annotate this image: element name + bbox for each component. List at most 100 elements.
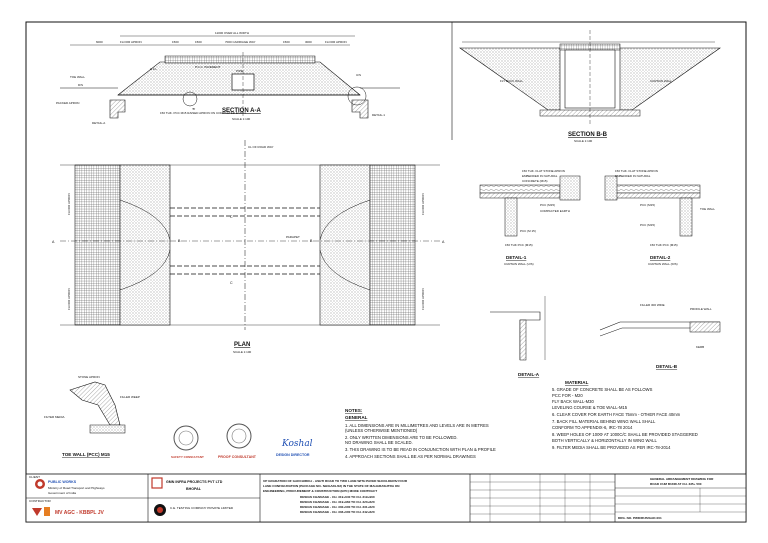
mark-a-right: A (442, 240, 445, 244)
note-4: 4. APPROACH SECTIONS SHALL BE AS PER NOR… (345, 454, 476, 459)
label-packed-apron: PACKED APRON (56, 101, 79, 105)
mark-a-left: A (52, 240, 55, 244)
design-director-label: DESIGN DIRECTOR (276, 453, 310, 457)
detail-1-title: DETAIL-1 (506, 255, 527, 260)
material-heading: MATERIAL (565, 380, 589, 385)
toe-label-1: STONE APRON (78, 375, 100, 379)
label-detail-a: DETAIL-A (92, 121, 105, 125)
label-pipe: PIPE (236, 69, 243, 73)
section-a-a-scale: SCALE 1:100 (232, 117, 251, 121)
consultant-2-name: C.E. TESTING COMPANY PRIVATE LIMITED (170, 506, 234, 510)
d2-label-3: PCC (M15) (640, 203, 655, 207)
project-line-6: DESIGN CHAINAGE - CH. 330+000 TO CH. 331… (300, 505, 375, 509)
dim-5: 7000 CARRIAGE WAY (225, 40, 256, 44)
d2-label-5: PCC (M15) (640, 223, 655, 227)
project-line-1: UP GRADATION OF GADCHIROLI - ASHTI ROAD … (263, 479, 408, 483)
consultant-2-logo (154, 504, 166, 516)
label-pavement: P.C.C. PAVEMENT (195, 65, 221, 69)
section-a-a-title: SECTION A-A (222, 108, 261, 114)
section-a-a: 11000 OVER ALL WIDTH 6000 FLOOR APRON 15… (56, 31, 400, 125)
label-curtain: CURTAIN WALL (650, 79, 672, 83)
note-5b: FLY BACK WALL-M30 (552, 399, 594, 404)
note-5c: LEVELING COURSE & TOE WALL-M15 (552, 405, 628, 410)
d1-label-4: PCC (M15) (540, 203, 555, 207)
note-5a: PCC FOR - M20 (552, 393, 583, 398)
section-b-b: FLY BACK WALL CURTAIN WALL SECTION B-B S… (459, 30, 721, 143)
label-detail-1: DETAIL-1 (372, 113, 385, 117)
drawing-title-2: ROAD CUM BUND AT CH. 335+ 500 (650, 482, 702, 486)
label-parapet: PARAPET (286, 235, 300, 239)
note-5: 5. GRADE OF CONCRETE SHALL BE AS FOLLOWS (552, 387, 653, 392)
label-fly-back: FLY BACK WALL (500, 79, 523, 83)
contractor-name: MV AGC - KBBPL JV (55, 510, 105, 516)
toe-wall-detail: STONE APRON FILLER WEEP FILTER MEDIA TOE… (44, 375, 140, 457)
proof-seal: PROOF CONSULTANT (218, 423, 257, 459)
client-logo (35, 479, 45, 489)
detail-1-sub: CURTAIN WALL (U/S) (504, 262, 534, 266)
note-1: 1. ALL DIMENSIONS ARE IN MILLIMETRES AND… (345, 423, 489, 428)
d2-label-2: EMBEDDED IN NATURAL (615, 174, 651, 178)
label-ds: D/S (78, 83, 83, 87)
contractor-logo (32, 507, 50, 516)
toe-wall-title: TOE WALL (PCC) M15 (62, 452, 110, 457)
d1-label-6: PCC (M 15) (520, 229, 536, 233)
mark-b-top: B (178, 239, 181, 243)
d1-label-7: 150 THK PCC (M15) (505, 243, 533, 247)
client-gov: Government of India (48, 491, 76, 495)
note-9: 9. FILTER MEDIA SHALL BE PROVIDED AS PER… (552, 445, 671, 450)
dim-7: 3000 (305, 40, 312, 44)
dim-8: FLOOR APRON (325, 40, 347, 44)
note-7b: CONFORM TO APPENDIX-6, IRC-78 2014 (552, 425, 633, 430)
label-us: U/S (356, 73, 361, 77)
note-7: 7. BACK FILL MATERIAL BEHIND WING WALL S… (552, 419, 656, 424)
dim-4: 1500 (195, 40, 202, 44)
consultant-1-name: GMN INFRA PROJECTS PVT LTD (166, 480, 223, 484)
detail-1-2: 150 THK. FLAT STONE APRON EMBEDDED IN NA… (479, 169, 715, 266)
client-caption: CLIENT (29, 475, 40, 479)
drawing-title-1: GENERAL ARRANGEMENT DRAWING FOR (650, 477, 714, 481)
note-2: 2. ONLY WRITTEN DIMENSIONS ARE TO BE FOL… (345, 435, 458, 440)
side-label-4: FLOOR APRON (421, 288, 425, 310)
label-road: CL OF ROAD WAY (248, 145, 274, 149)
mark-c-bottom: C (230, 281, 233, 285)
label-mark-b: 'B' (192, 107, 196, 111)
project-line-2: LANE CONFIGURATION (PACKAGE NO- NH/GADL/… (263, 484, 400, 488)
section-b-b-scale: SCALE 1:100 (574, 139, 593, 143)
notes-general: GENERAL (345, 415, 368, 420)
d2-label-1: 150 THK. FLAT STONE APRON (615, 169, 658, 173)
note-8b: BOTH VERTICALLY & HORIZONTALLY IN WING W… (552, 438, 657, 443)
consultant-1-logo (151, 477, 163, 489)
d2-label-4: 150 THK PCC (M15) (650, 243, 678, 247)
note-1b: (UNLESS OTHERWISE MENTIONED) (345, 428, 418, 433)
mark-c-top: C (230, 215, 233, 219)
plan-scale: SCALE 1:100 (233, 350, 252, 354)
plan-title: PLAN (234, 342, 250, 348)
project-line-4: DESIGN CHAINAGE - CH. 319+640 TO CH. 319… (300, 495, 375, 499)
plan-view: CL OF ROAD WAY PARAPET A A B B C C FLOOR… (52, 140, 445, 354)
dim-3: 1500 (172, 40, 179, 44)
side-label-3: FLOOR APRON (421, 193, 425, 215)
d1-label-3: CONCRETE (M15) (522, 179, 548, 183)
toe-label-2: FILLER WEEP (120, 395, 140, 399)
proof-consultant-label: PROOF CONSULTANT (218, 455, 257, 459)
notes-heading: NOTES: (345, 408, 363, 413)
stamps: SAFETY CONSULTANT PROOF CONSULTANT Kosha… (171, 423, 313, 459)
d1-label-5: COMPACTED EARTH (540, 209, 570, 213)
note-2b: NO DRAWING SHALL BE SCALED. (345, 440, 413, 445)
detail-a-b: PROFILE WALL FILLER 300 WIDE KERB DETAIL… (490, 296, 721, 377)
floor-apron-note: 150 THK. PCC M15 RAISED APRON ON COMPACT… (160, 111, 246, 115)
detail-2-title: DETAIL-2 (650, 255, 671, 260)
db-label-1: PROFILE WALL (690, 307, 712, 311)
side-label-1: FLOOR APRON (67, 193, 71, 215)
project-line-5: DESIGN CHAINAGE - CH. 319+960 TO CH. 320… (300, 500, 375, 504)
mark-b-bottom: B (310, 239, 313, 243)
safety-consultant-label: SAFETY CONSULTANT (171, 455, 204, 459)
title-block: CLIENT PUBLIC WORKS Ministry of Road Tra… (25, 473, 747, 523)
d1-label-2: EMBEDDED IN NATURAL (522, 174, 558, 178)
d1-label-1: 150 THK. FLAT STONE APRON (522, 169, 565, 173)
db-label-3: KERB (696, 345, 704, 349)
detail-a-title: DETAIL-A (518, 372, 540, 377)
contractor-caption: CONTRACTOR (29, 499, 52, 503)
detail-2-sub: CURTAIN WALL (D/S) (648, 262, 678, 266)
